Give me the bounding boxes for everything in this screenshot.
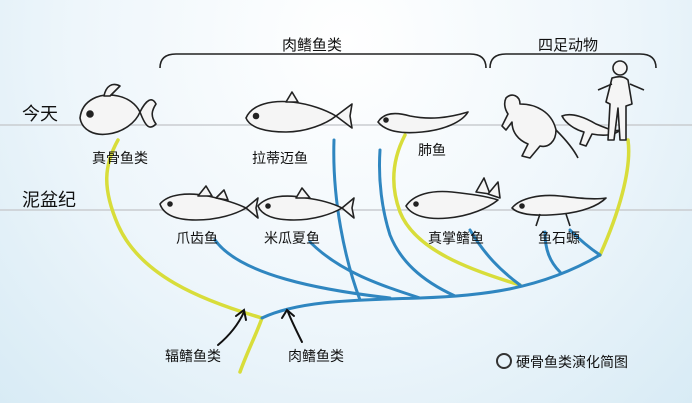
sarcopterygii-bracket: [160, 54, 486, 68]
placoderm-illustration: [160, 186, 258, 220]
lungfish-blue-stem: [379, 150, 455, 296]
coelacanth-branch: [334, 140, 360, 300]
caption-ring-icon: [496, 353, 512, 369]
species-placoderm-label: 爪齿鱼: [176, 228, 218, 248]
species-fish-salamander-label: 鱼石螈: [538, 228, 580, 248]
kangaroo-illustration: [502, 95, 578, 158]
species-teleost-label: 真骨鱼类: [92, 148, 148, 168]
sarcopterygii-arrow: [288, 312, 302, 342]
species-coelacanth-label: 拉蒂迈鱼: [252, 148, 308, 168]
figure-caption: 硬骨鱼类演化简图: [496, 352, 628, 372]
annotation-actinopterygii: 辐鳍鱼类: [165, 346, 221, 366]
era-today-label: 今天: [22, 100, 58, 126]
tetrapods-bracket: [490, 54, 656, 68]
teleost-fish-illustration: [80, 84, 156, 134]
placoderm-branch: [215, 240, 390, 298]
lungfish-illustration: [378, 112, 468, 133]
coelacanth-illustration: [246, 92, 352, 132]
species-tiktaalik-label: 真掌鳍鱼: [428, 228, 484, 248]
species-rice-fish-label: 米瓜夏鱼: [264, 228, 320, 248]
stem-branch: [240, 318, 262, 372]
era-devonian-label: 泥盆纪: [22, 186, 76, 212]
group-tetrapods-label: 四足动物: [538, 34, 598, 55]
species-lungfish-label: 肺鱼: [418, 140, 446, 160]
tiktaalik-illustration: [406, 178, 500, 219]
actinopterygii-arrow: [218, 312, 244, 345]
group-sarcopterygii-label: 肉鳍鱼类: [282, 34, 342, 55]
annotation-sarcopterygii: 肉鳍鱼类: [288, 346, 344, 366]
caption-text: 硬骨鱼类演化简图: [516, 355, 628, 371]
